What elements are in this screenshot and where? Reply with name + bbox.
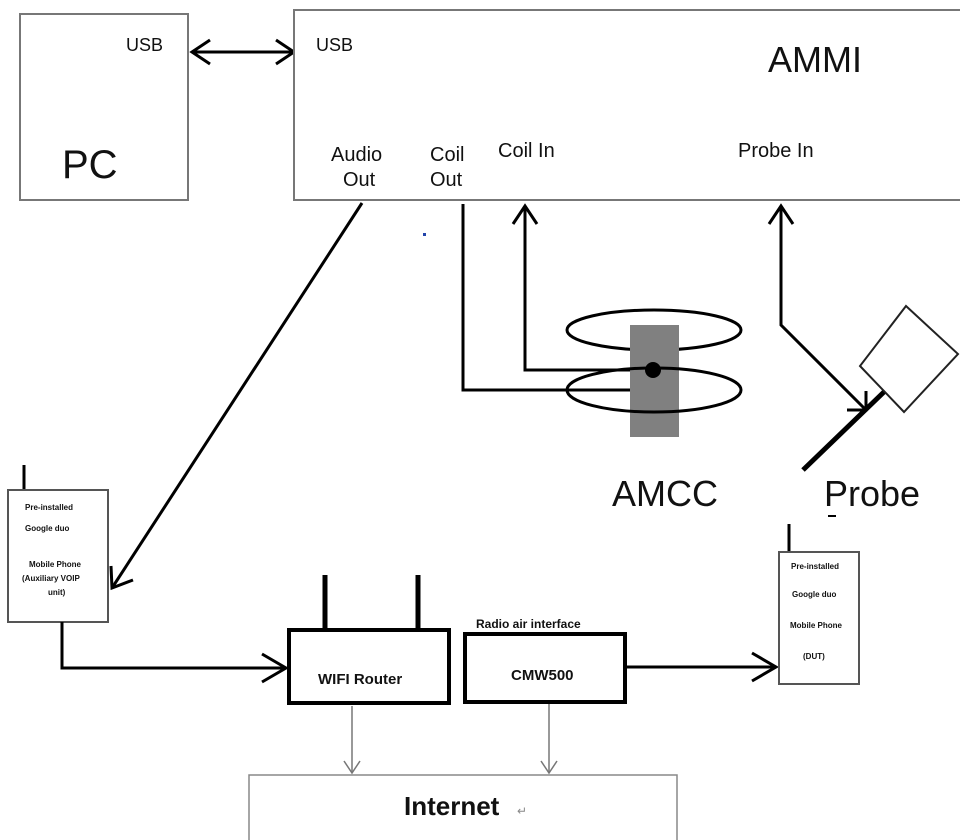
amcc-label: AMCC [612,473,718,514]
audio-out-connector-arrow [109,202,364,591]
probe-in-label: Probe In [738,140,814,162]
router-label: WIFI Router [318,671,402,688]
probe-handle [801,388,888,472]
pc-label: PC [62,143,118,187]
aux-phone-line5: unit) [48,588,66,597]
aux-phone-line4: (Auxiliary VOIP [22,574,80,583]
aux-phone: Pre-installed Google duo Mobile Phone (A… [7,465,109,623]
aux-to-router-arrow [60,622,289,684]
internet-label: Internet [404,791,500,821]
probe-label: Probe [824,473,920,514]
probe-in-connector [767,203,868,412]
probe-head [858,304,960,414]
pc-usb-label: USB [126,35,163,55]
paragraph-mark: ↵ [517,804,527,818]
probe: Probe [767,203,960,514]
usb-link-arrow [189,38,297,66]
dut-phone-line1: Pre-installed [791,562,839,571]
cmw-to-internet-arrow [540,704,558,775]
coil-connectors [461,203,653,404]
coil-in-label: Coil In [498,140,555,162]
coil-out-label-line2: Out [430,169,463,191]
internet-box: Internet ↵ [248,774,678,840]
pc-box: USB PC [19,13,189,201]
cmw-to-dut-arrow [627,651,779,683]
aux-phone-line1: Pre-installed [25,503,73,512]
dut-phone-line3: Mobile Phone [790,621,843,630]
dut-phone: Pre-installed Google duo Mobile Phone (D… [778,515,860,685]
audio-out-label-line1: Audio [331,144,382,166]
cmw-caption: Radio air interface [476,617,581,631]
router-to-internet-arrow [343,706,361,775]
audio-out-label-line2: Out [343,169,376,191]
amcc-coil: AMCC [565,308,743,514]
ammi-usb-label: USB [316,35,353,55]
ammi-label: AMMI [768,39,862,80]
dut-phone-line4: (DUT) [803,652,825,661]
aux-phone-line3: Mobile Phone [29,560,82,569]
stray-dot [423,233,426,236]
cmw-label: CMW500 [511,667,574,684]
aux-phone-line2: Google duo [25,524,70,533]
ammi-box: USB AMMI Audio Out Coil Out Coil In Prob… [293,9,960,201]
dut-phone-line2: Google duo [792,590,837,599]
cmw500: Radio air interface CMW500 [463,617,627,704]
wifi-router: WIFI Router [287,575,451,705]
coil-out-label-line1: Coil [430,144,464,166]
amcc-core [630,325,679,437]
